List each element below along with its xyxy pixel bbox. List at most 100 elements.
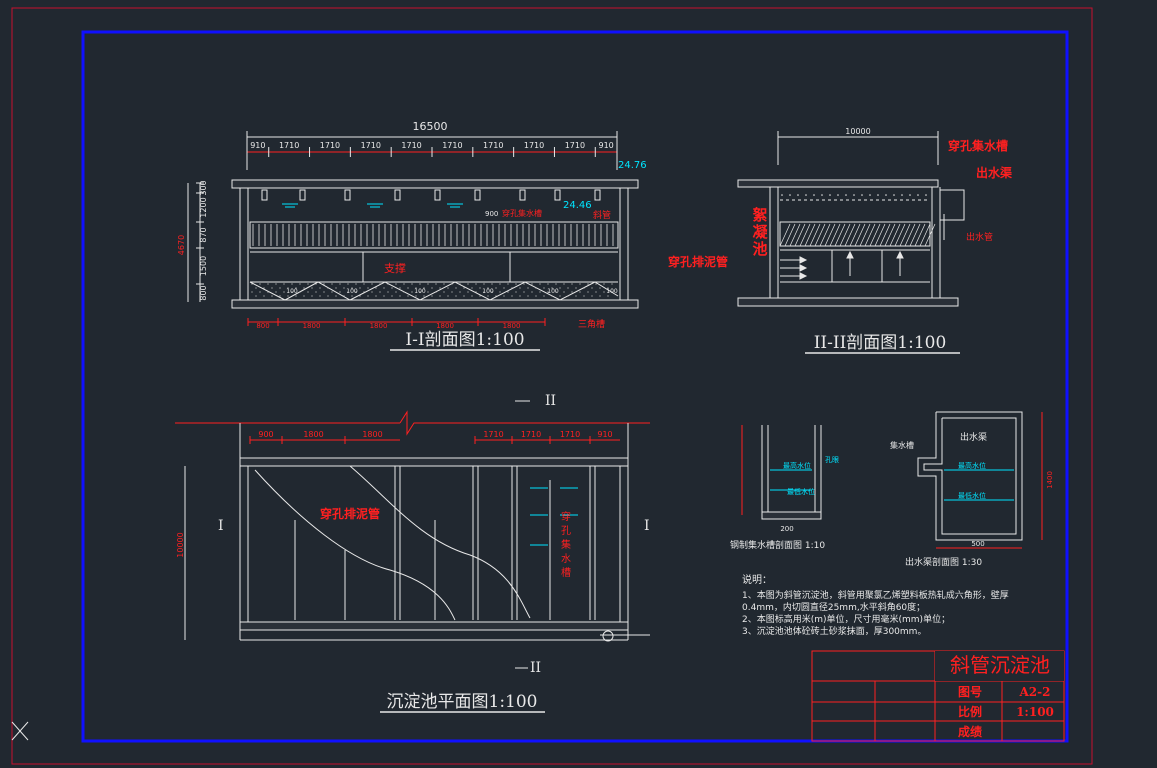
concrete-dot [443,283,445,285]
concrete-dot [475,291,477,293]
concrete-dot [367,295,369,297]
concrete-dot [263,295,265,297]
left-dim-label: 1200 [199,197,208,217]
concrete-dot [303,295,305,297]
concrete-dot [371,283,373,285]
concrete-dot [599,287,601,289]
concrete-dot [563,291,565,293]
plan-water-marks [530,487,578,546]
concrete-dot [291,291,293,293]
concrete-dot [351,295,353,297]
concrete-dot [551,295,553,297]
concrete-dot [259,283,261,285]
pipe-dim-label: 100 [606,288,618,295]
top-dim-label: 910 [598,141,613,150]
concrete-dot [479,295,481,297]
section2-caption: II-II剖面图1:100 [814,333,947,353]
pipe-dim-label: 100 [482,288,494,295]
trough [394,189,401,201]
concrete-dot [587,291,589,293]
detail2-caption: 出水渠剖面图 1:30 [905,556,982,568]
concrete-dot [503,295,505,297]
hatch-line [899,223,911,247]
concrete-dot [431,295,433,297]
concrete-dot [603,291,605,293]
hatch-line [834,223,846,247]
top-dim-label: 910 [250,141,265,150]
concrete-dot [495,287,497,289]
concrete-dot [591,295,593,297]
hatch-line [864,223,876,247]
concrete-dot [307,283,309,285]
concrete-dot [523,283,525,285]
hole-dot [909,194,911,196]
concrete-dot [383,287,385,289]
detail2-high-water: 最高水位 [958,461,986,470]
concrete-dot [407,287,409,289]
concrete-dot [455,287,457,289]
concrete-dot [515,283,517,285]
concrete-dot [415,287,417,289]
plan-dim-label: 1710 [560,430,580,439]
plan-section-mark-right: I [644,518,650,534]
concrete-dot [343,287,345,289]
bottom-dim-label: 1800 [503,322,521,330]
hole-dot [821,194,823,196]
concrete-dot [499,291,501,293]
top-dim-label: 1710 [320,141,340,150]
label-inclined-pipe: 斜管 [593,209,611,221]
plan-dim-label: 1710 [483,430,503,439]
plan-dim-label: 900 [258,430,273,439]
hole-dot [901,194,903,196]
plan-dim-label: 910 [597,430,612,439]
concrete-dot [579,283,581,285]
concrete-dot [255,287,257,289]
concrete-dot [351,287,353,289]
concrete-dot [447,295,449,297]
concrete-dot [467,283,469,285]
hole-dot [853,194,855,196]
concrete-dot [399,287,401,289]
concrete-dot [407,295,409,297]
concrete-dot [327,295,329,297]
hatch-line [794,223,806,247]
concrete-dot [335,287,337,289]
hatch-line [904,223,916,247]
trough [299,189,306,201]
concrete-dot [483,291,485,293]
section1-elev-water: 24.46 [563,200,592,211]
pipe-dim-label: 100 [346,288,358,295]
detail2-low-water: 最低水位 [958,491,986,500]
concrete-dot [335,295,337,297]
concrete-dot [283,283,285,285]
concrete-dot [559,287,561,289]
concrete-dot [347,291,349,293]
hatch-line [849,223,861,247]
section-1-1 [187,131,639,309]
concrete-dot [519,287,521,289]
plan-label-collect-trough: 穿孔集水槽 [561,510,571,579]
concrete-dot [411,283,413,285]
title-block [811,650,1065,742]
concrete-dot [471,287,473,289]
plan-caption: 沉淀池平面图1:100 [387,692,538,712]
concrete-dot [267,291,269,293]
concrete-dot [371,291,373,293]
hatch-line [879,223,891,247]
concrete-dot [503,287,505,289]
concrete-dot [427,283,429,285]
label-hopper: 三角槽 [578,318,605,330]
concrete-dot [459,283,461,285]
drawing-no: A2-2 [1019,685,1051,699]
bottom-dim-label: 800 [256,322,269,330]
concrete-dot [355,291,357,293]
hole-dot [813,194,815,196]
concrete-dot [435,283,437,285]
svg-text:穿孔集水槽: 穿孔集水槽 [561,510,571,579]
concrete-dot [323,291,325,293]
trough [434,189,441,201]
concrete-dot [451,283,453,285]
plan-label-sludge-pipe: 穿孔排泥管 [320,506,380,521]
concrete-dot [395,291,397,293]
notes-line-2: 0.4mm，内切圆直径25mm,水平斜角60度； [742,601,925,613]
